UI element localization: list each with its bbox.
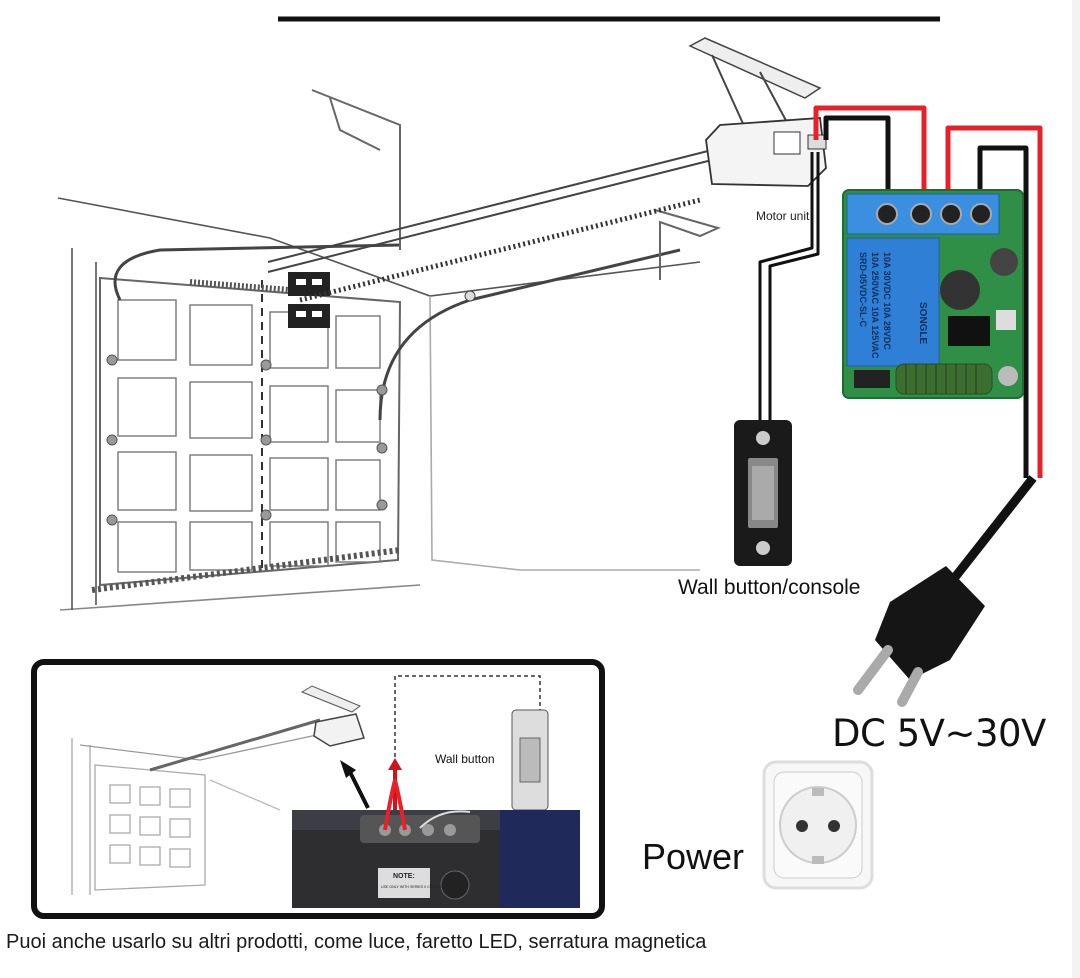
garage-illustration [57,89,721,611]
power-cable [941,475,1037,593]
power-label: Power [642,836,745,877]
wire-red-power [945,125,1043,478]
inset-wall-button-label: Wall button [435,752,495,766]
power-outlet [762,760,874,890]
voltage-label: DC 5V~30V [832,712,1046,755]
inset-note-title: NOTE: [393,873,415,880]
power-plug [853,566,985,707]
relay-rating-text-2: 10A 30VDC 10A 28VDC [882,252,892,350]
wires [758,105,1043,593]
relay-brand-text: SONGLE [917,302,928,345]
wall-button-label: Wall button/console [678,576,861,599]
wire-black-power [977,145,1029,478]
relay-model-text: SRD-05VDC-SL-C [858,252,868,328]
wire-black-motor [823,115,891,212]
inset-note-text: USE ONLY WITH SERIES II CONTROLS [381,885,448,889]
wall-button-console [734,420,792,566]
caption-text: Puoi anche usarlo su altri prodotti, com… [6,931,707,953]
wire-red-motor [813,105,927,212]
wire-wall-button-2 [768,152,820,424]
door-connector-blocks [288,272,330,328]
motor-unit-label: Motor unit [756,209,810,223]
wire-wall-button-1 [758,152,814,424]
opener-rail [267,149,713,303]
motor-unit [688,37,827,187]
inset-panel: NOTE: USE ONLY WITH SERIES II CONTROLS [31,659,605,919]
scrollbar[interactable] [1072,0,1080,978]
relay-module: SRD-05VDC-SL-C 10A 250VAC 10A 125VAC 10A… [842,189,1024,399]
relay-rating-text-1: 10A 250VAC 10A 125VAC [870,252,880,359]
